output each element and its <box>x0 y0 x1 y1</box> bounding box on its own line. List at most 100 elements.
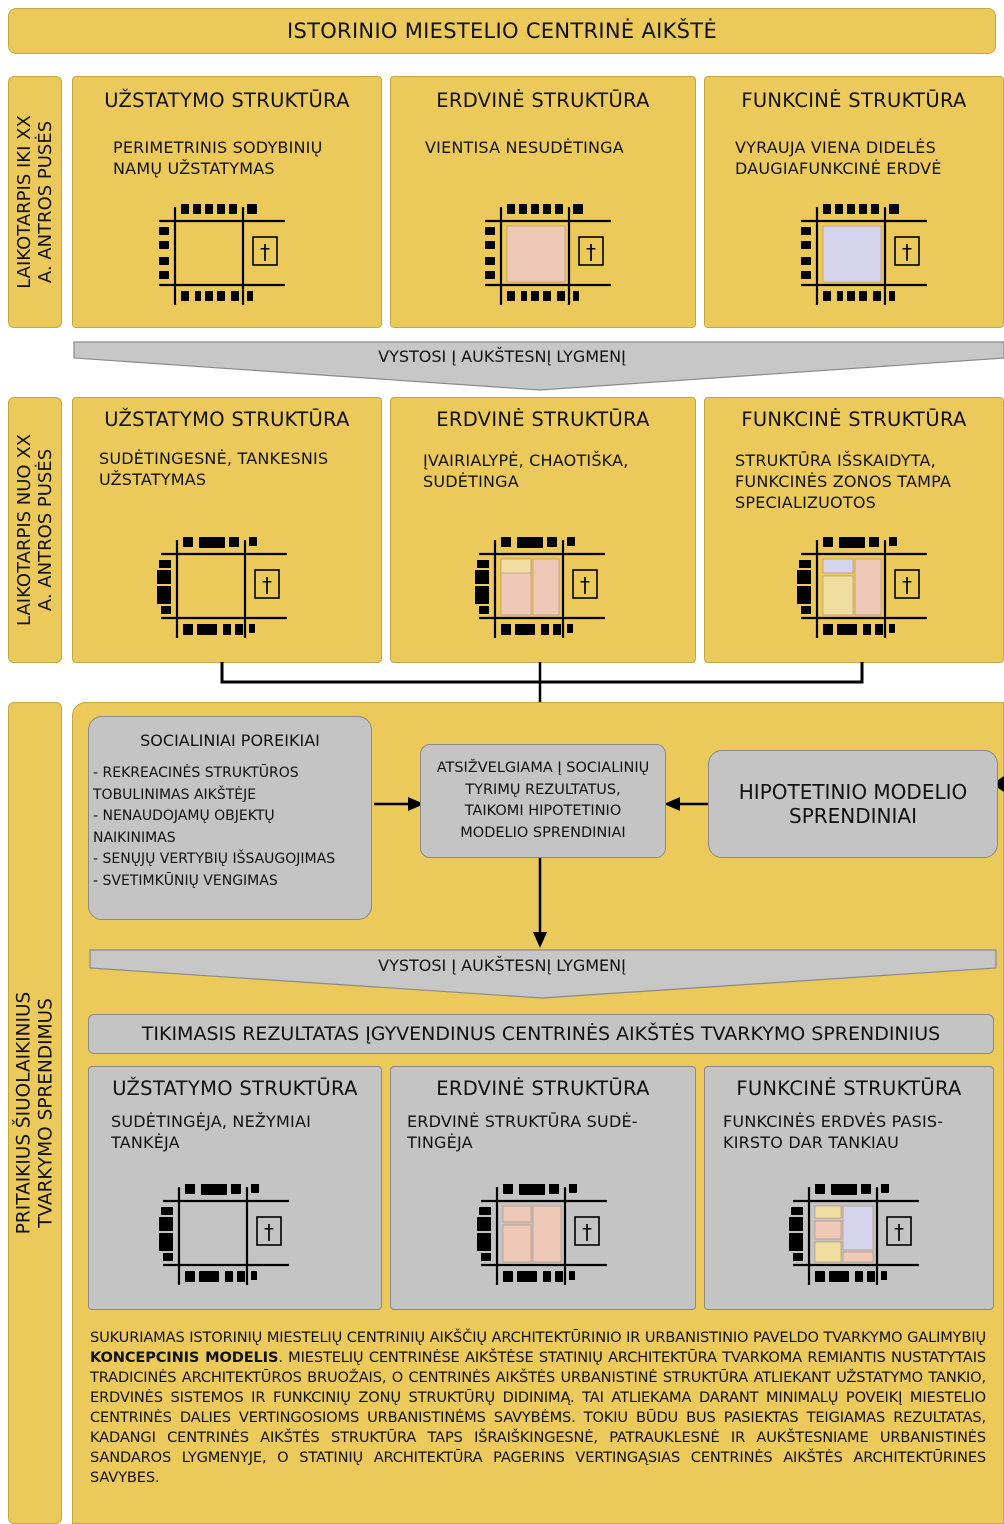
building-block <box>181 291 189 301</box>
panel-heading: FUNKCINĖ STRUKTŪRA <box>741 408 967 431</box>
building-block <box>881 1271 887 1280</box>
building-block <box>567 624 573 633</box>
summary-text-end: . MIESTELIŲ CENTRINĖSE AIKŠTĖSE STATINIŲ… <box>90 1349 986 1486</box>
building-block <box>229 537 239 547</box>
panel-text: FUNKCINĖS ERDVĖS PASIS- KIRSTO DAR TANKI… <box>723 1112 944 1152</box>
building-block <box>547 537 557 547</box>
result-panel-spatial: ERDVINĖ STRUKTŪRA ERDVINĖ STRUKTŪRA SUDĖ… <box>390 1066 696 1310</box>
panel-text: VYRAUJA VIENA DIDELĖS DAUGIAFUNKCINĖ ERD… <box>735 138 942 178</box>
building-block <box>829 1271 849 1282</box>
period1-panel-spatial: ERDVINĖ STRUKTŪRA VIENTISA NESUDĖTINGA † <box>390 76 696 328</box>
building-block <box>871 204 879 214</box>
develop-arrow-2 <box>89 949 997 999</box>
building-block <box>485 257 495 265</box>
develop-arrow-1 <box>73 341 1004 391</box>
church-building <box>252 236 278 266</box>
church-icon: † <box>580 573 590 597</box>
building-block <box>161 1207 173 1215</box>
building-block <box>555 1271 563 1282</box>
period1-panel-building: UŽSTATYMO STRUKTŪRA PERIMETRINIS SODYBIN… <box>72 76 382 328</box>
building-block <box>249 624 255 633</box>
building-block <box>159 241 169 249</box>
period1-panel-functional: FUNKCINĖ STRUKTŪRA VYRAUJA VIENA DIDELĖS… <box>704 76 1004 328</box>
square-zone <box>500 558 532 574</box>
social-research-box: ATSIŽVELGIAMA Į SOCIALINIŲ TYRIMŲ REZULT… <box>420 744 666 858</box>
building-block <box>159 560 171 568</box>
building-block <box>791 1207 803 1215</box>
building-block <box>477 1217 491 1231</box>
building-block <box>799 560 811 568</box>
building-block <box>531 204 539 214</box>
church-icon: † <box>902 240 912 264</box>
develop-label-1: VYSTOSI Į AUKŠTESNĮ LYGMENĮ <box>378 347 626 366</box>
building-block <box>501 537 511 547</box>
hypothetical-model-box: HIPOTETINIO MODELIO SPRENDINIAI <box>708 750 998 858</box>
social-research-text: ATSIŽVELGIAMA Į SOCIALINIŲ TYRIMŲ REZULT… <box>436 760 650 841</box>
panel-heading: ERDVINĖ STRUKTŪRA <box>436 1077 650 1100</box>
building-block <box>235 624 243 635</box>
building-block <box>541 624 549 635</box>
building-block <box>823 291 831 301</box>
result-title-bar: TIKIMASIS REZULTATAS ĮGYVENDINUS CENTRIN… <box>88 1014 994 1054</box>
building-block <box>223 624 231 635</box>
panel-heading: UŽSTATYMO STRUKTŪRA <box>104 89 350 112</box>
square-zone <box>532 558 560 616</box>
building-block <box>159 1233 173 1251</box>
summary-paragraph: SUKURIAMAS ISTORINIŲ MIESTELIŲ CENTRINIŲ… <box>90 1328 986 1488</box>
building-block <box>481 1253 491 1261</box>
building-block <box>549 1184 559 1194</box>
panel-heading: ERDVINĖ STRUKTŪRA <box>436 408 650 431</box>
building-block <box>501 624 511 635</box>
arrow-right <box>374 797 424 811</box>
arrow-left <box>664 797 710 811</box>
period2-label-line2: A. ANTROS PUSĖS <box>35 448 57 612</box>
panel-text: PERIMETRINIS SODYBINIŲ NAMŲ UŽSTATYMAS <box>113 138 323 178</box>
building-block <box>195 291 201 301</box>
functional-plan-diagram: † <box>801 204 927 305</box>
church-icon: † <box>260 240 270 264</box>
building-block <box>503 1184 513 1194</box>
building-block <box>573 291 579 301</box>
church-icon: † <box>902 573 912 597</box>
building-block <box>837 291 843 301</box>
building-block <box>479 1207 491 1215</box>
building-block <box>517 1271 537 1282</box>
period1-label-line2: A. ANTROS PUSĖS <box>35 120 56 284</box>
building-plan-diagram: † <box>157 537 287 638</box>
period3-label-line1: PRITAIKIUS ŠIUOLAIKINIUS <box>13 991 35 1235</box>
develop-label-2: VYSTOSI Į AUKŠTESNĮ LYGMENĮ <box>378 956 626 975</box>
building-block <box>859 291 867 301</box>
panel-text: SUDĖTINGĖJA, NEŽYMIAI TANKĖJA <box>111 1112 312 1152</box>
building-block <box>553 624 561 635</box>
church-icon: † <box>582 1220 592 1244</box>
arrow-down <box>533 858 547 948</box>
building-block <box>485 241 495 249</box>
building-block <box>477 1233 491 1251</box>
building-block <box>477 560 489 568</box>
building-block <box>217 204 225 214</box>
church-building <box>578 236 604 266</box>
social-needs-box: SOCIALINIAI POREIKIAI - REKREACINĖS STRU… <box>88 716 372 920</box>
building-block <box>231 1184 241 1194</box>
building-block <box>861 1184 871 1194</box>
building-block <box>531 291 539 301</box>
building-block <box>161 606 171 614</box>
building-block <box>475 586 489 604</box>
building-block <box>519 1184 545 1195</box>
social-needs-list: - REKREACINĖS STRUKTŪROS TOBULINIMAS AIK… <box>93 765 336 889</box>
building-block <box>859 204 867 214</box>
building-block <box>823 624 833 635</box>
building-block <box>823 537 833 547</box>
building-block <box>249 537 257 546</box>
period3-label-line2: TVARKYMO SPRENDIMUS <box>35 998 57 1228</box>
building-block <box>237 1271 245 1282</box>
building-block <box>855 1271 863 1282</box>
building-block <box>217 291 225 301</box>
building-block <box>797 570 811 584</box>
building-block <box>867 1271 875 1282</box>
building-block <box>485 227 495 235</box>
panel-heading: UŽSTATYMO STRUKTŪRA <box>112 1077 358 1100</box>
summary-emphasis: KONCEPCINIS MODELIS <box>90 1349 279 1366</box>
church-building <box>894 569 920 599</box>
building-plan-diagram: † <box>159 204 285 305</box>
